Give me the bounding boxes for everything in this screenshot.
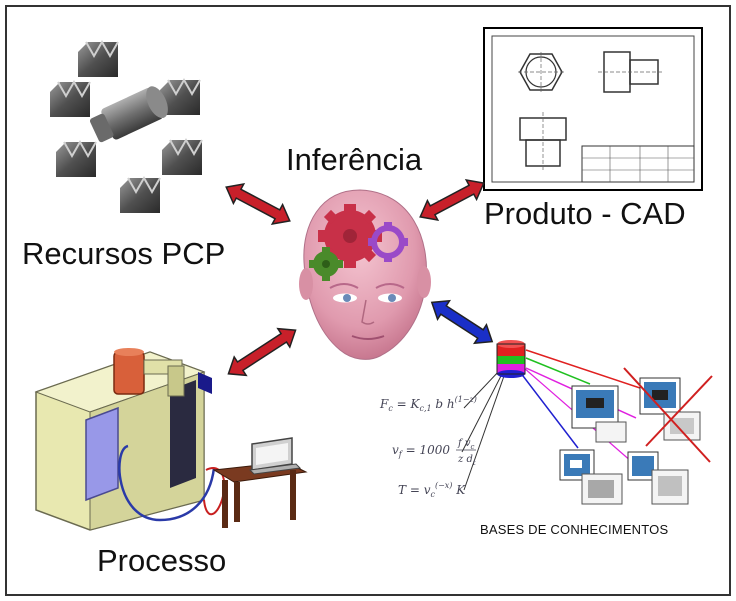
svg-text:z dt: z dt: [457, 454, 476, 467]
gear-purple-icon: [368, 222, 408, 262]
process-label: Processo: [97, 543, 227, 578]
v-block-3: [160, 77, 201, 115]
rejected-x-icon: [623, 367, 711, 463]
pcp-resources-label: Recursos PCP: [22, 236, 226, 271]
v-block-5: [162, 137, 203, 175]
formula-cutting-force: Fc = Kc,1 b h(1−z): [379, 395, 477, 413]
knowledge-bases-label: BASES DE CONHECIMENTOS: [480, 522, 669, 537]
formula-feed-rate: vf = 1000: [392, 443, 450, 459]
kb-card-4: [627, 451, 689, 505]
pcp-resources-illustration: [50, 39, 203, 213]
kb-card-1: [571, 385, 627, 443]
arrow-process-inference: [227, 327, 297, 377]
knowledge-base-illustration: Fc = Kc,1 b h(1−z) vf = 1000 f vc z dt T…: [379, 340, 713, 505]
inference-head: [299, 189, 431, 360]
svg-text:f vc: f vc: [457, 438, 475, 451]
database-icon: [496, 340, 526, 378]
v-block-1: [78, 39, 119, 77]
cad-drawing: [483, 27, 703, 191]
kb-card-3: [559, 449, 623, 505]
gear-green-icon: [309, 247, 343, 281]
arrow-kb-inference: [430, 299, 494, 345]
arrow-cad-inference: [419, 178, 485, 222]
cnc-machine-illustration: [34, 348, 308, 531]
inference-label: Inferência: [286, 142, 423, 177]
cylinder-part: [89, 86, 168, 143]
arrow-pcp-inference: [225, 182, 291, 226]
v-block-6: [120, 175, 161, 213]
cad-product-label: Produto - CAD: [484, 196, 686, 231]
v-block-2: [50, 79, 91, 117]
v-block-4: [56, 139, 97, 177]
